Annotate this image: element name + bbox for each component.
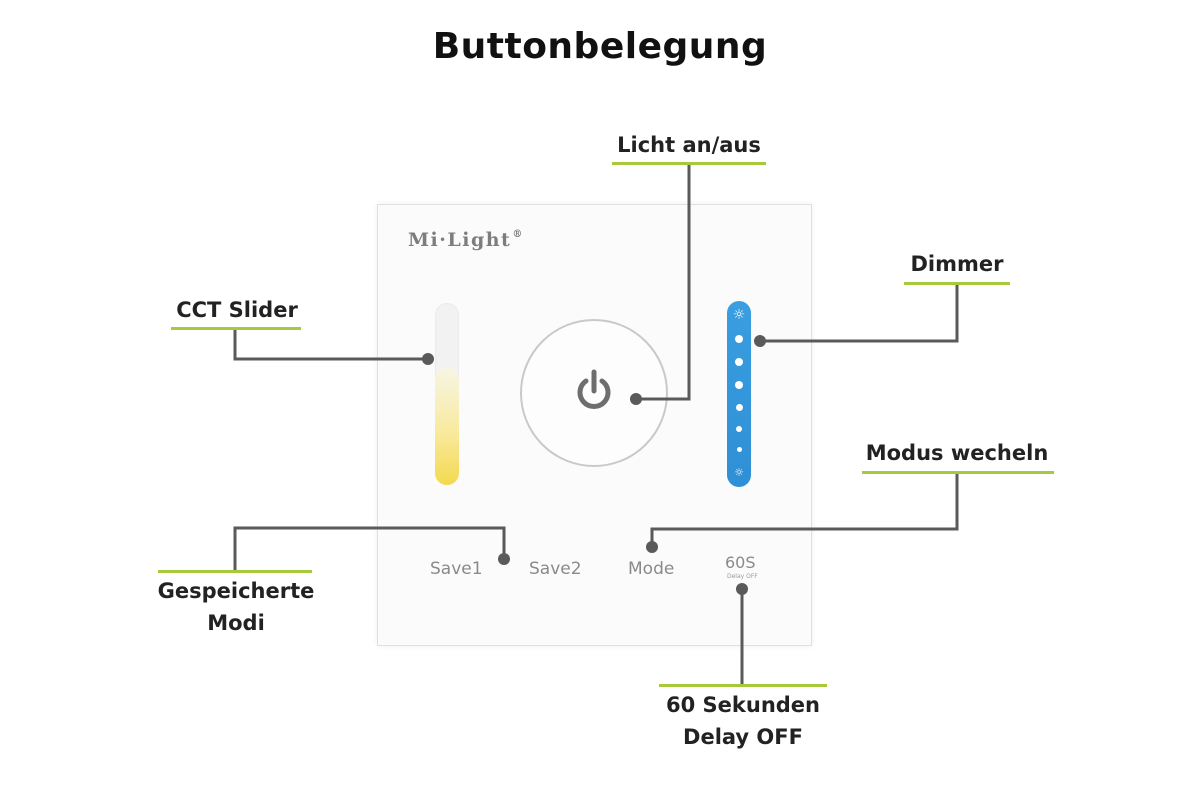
callout-underline xyxy=(904,282,1010,285)
dimmer-slider[interactable]: ☼ ☼ xyxy=(727,301,751,487)
callout-underline xyxy=(612,162,766,165)
callout-delay-line2: Delay OFF xyxy=(683,725,803,749)
delay-button[interactable]: 60S xyxy=(725,553,756,572)
callout-saved-modes-line1: Gespeicherte xyxy=(157,579,315,603)
callout-underline xyxy=(659,684,827,687)
dimmer-dot xyxy=(735,335,743,343)
callout-underline xyxy=(158,570,312,573)
callout-underline xyxy=(171,327,301,330)
wall-control-panel: Mi·Light® ☼ ☼ Save1 Save2 Mode 60S Delay… xyxy=(377,204,812,646)
dimmer-dot xyxy=(736,447,742,452)
cct-slider[interactable] xyxy=(435,303,459,485)
dimmer-dot xyxy=(735,381,743,389)
save1-button[interactable]: Save1 xyxy=(430,559,483,579)
dimmer-dot xyxy=(736,426,742,432)
callout-mode: Modus wecheln xyxy=(865,441,1049,465)
callout-delay-line1: 60 Sekunden xyxy=(666,693,820,717)
page-title: Buttonbelegung xyxy=(432,26,768,67)
dimmer-dot xyxy=(735,404,743,411)
sun-icon: ☼ xyxy=(732,307,746,323)
callout-underline xyxy=(862,471,1054,474)
callout-saved-modes-line2: Modi xyxy=(207,611,265,635)
power-icon xyxy=(577,369,611,409)
cct-slider-fill xyxy=(435,366,459,485)
delay-button-sublabel: Delay OFF xyxy=(727,573,758,580)
callout-cct-slider: CCT Slider xyxy=(176,298,298,322)
sun-icon: ☼ xyxy=(734,466,744,479)
save2-button[interactable]: Save2 xyxy=(529,559,582,579)
callout-dimmer: Dimmer xyxy=(910,252,1004,276)
brand-logo: Mi·Light® xyxy=(408,229,523,251)
dimmer-dot xyxy=(735,358,743,366)
callout-power: Licht an/aus xyxy=(617,133,761,157)
mode-button[interactable]: Mode xyxy=(628,559,675,579)
power-button[interactable] xyxy=(520,319,668,467)
